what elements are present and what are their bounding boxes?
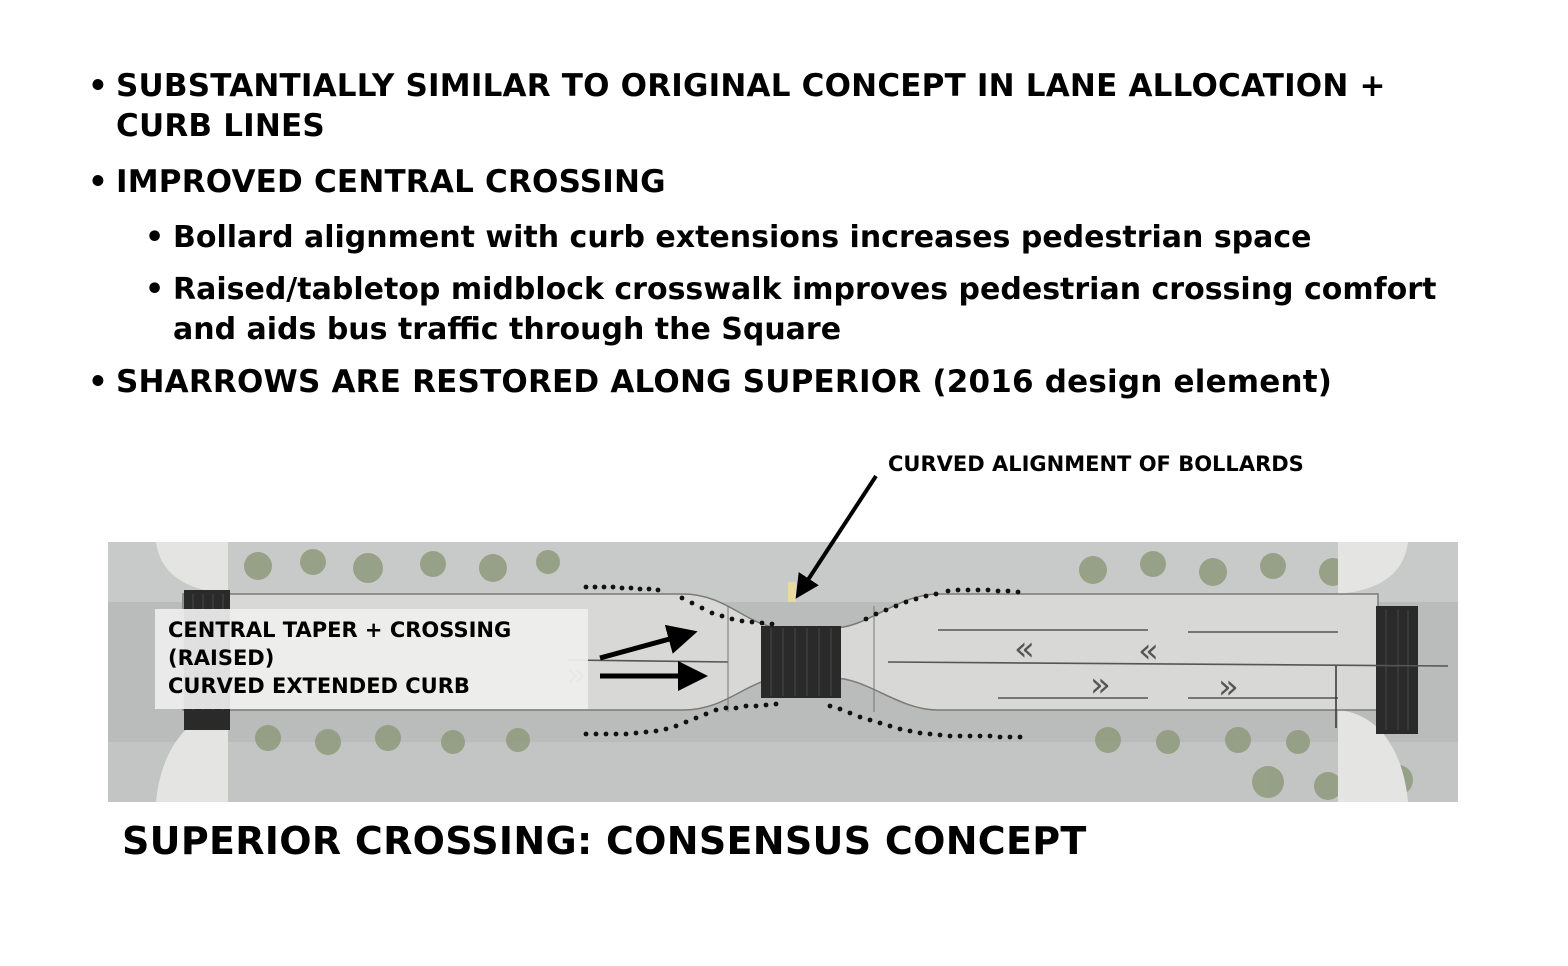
bullet-lane-allocation: SUBSTANTIALLY SIMILAR TO ORIGINAL CONCEP…	[88, 66, 1468, 146]
callout-curved-curb: CURVED EXTENDED CURB	[168, 674, 470, 698]
crosswalk-right	[1376, 606, 1418, 734]
bollards-top	[583, 584, 1021, 627]
sub-bullet-raised-crosswalk: Raised/tabletop midblock crosswalk impro…	[145, 270, 1468, 350]
lane-lines	[567, 629, 1449, 699]
crosswalk-center	[761, 626, 841, 698]
bullet-central-crossing: IMPROVED CENTRAL CROSSING	[88, 162, 1468, 202]
callout-box	[155, 609, 588, 709]
sharrow-eastbound: »	[1218, 667, 1239, 707]
callout-curved-bollards: CURVED ALIGNMENT OF BOLLARDS	[888, 452, 1304, 476]
sub-bullet-bollard-alignment: Bollard alignment with curb extensions i…	[145, 218, 1468, 258]
bullet-sharrows: SHARROWS ARE RESTORED ALONG SUPERIOR (20…	[88, 362, 1468, 402]
sharrow-westbound: «	[1014, 629, 1035, 669]
callout-box-text: CENTRAL TAPER + CROSSING (RAISED) CURVED…	[168, 616, 511, 700]
sharrow-westbound: «	[1138, 631, 1159, 671]
diagram-caption: SUPERIOR CROSSING: CONSENSUS CONCEPT	[122, 819, 1087, 863]
callout-central-taper: CENTRAL TAPER + CROSSING	[168, 618, 512, 642]
sharrow-eastbound: »	[1090, 665, 1111, 705]
bollards-bottom	[583, 701, 1023, 740]
callout-raised: (RAISED)	[168, 646, 275, 670]
bullet-list: SUBSTANTIALLY SIMILAR TO ORIGINAL CONCEP…	[88, 66, 1468, 418]
